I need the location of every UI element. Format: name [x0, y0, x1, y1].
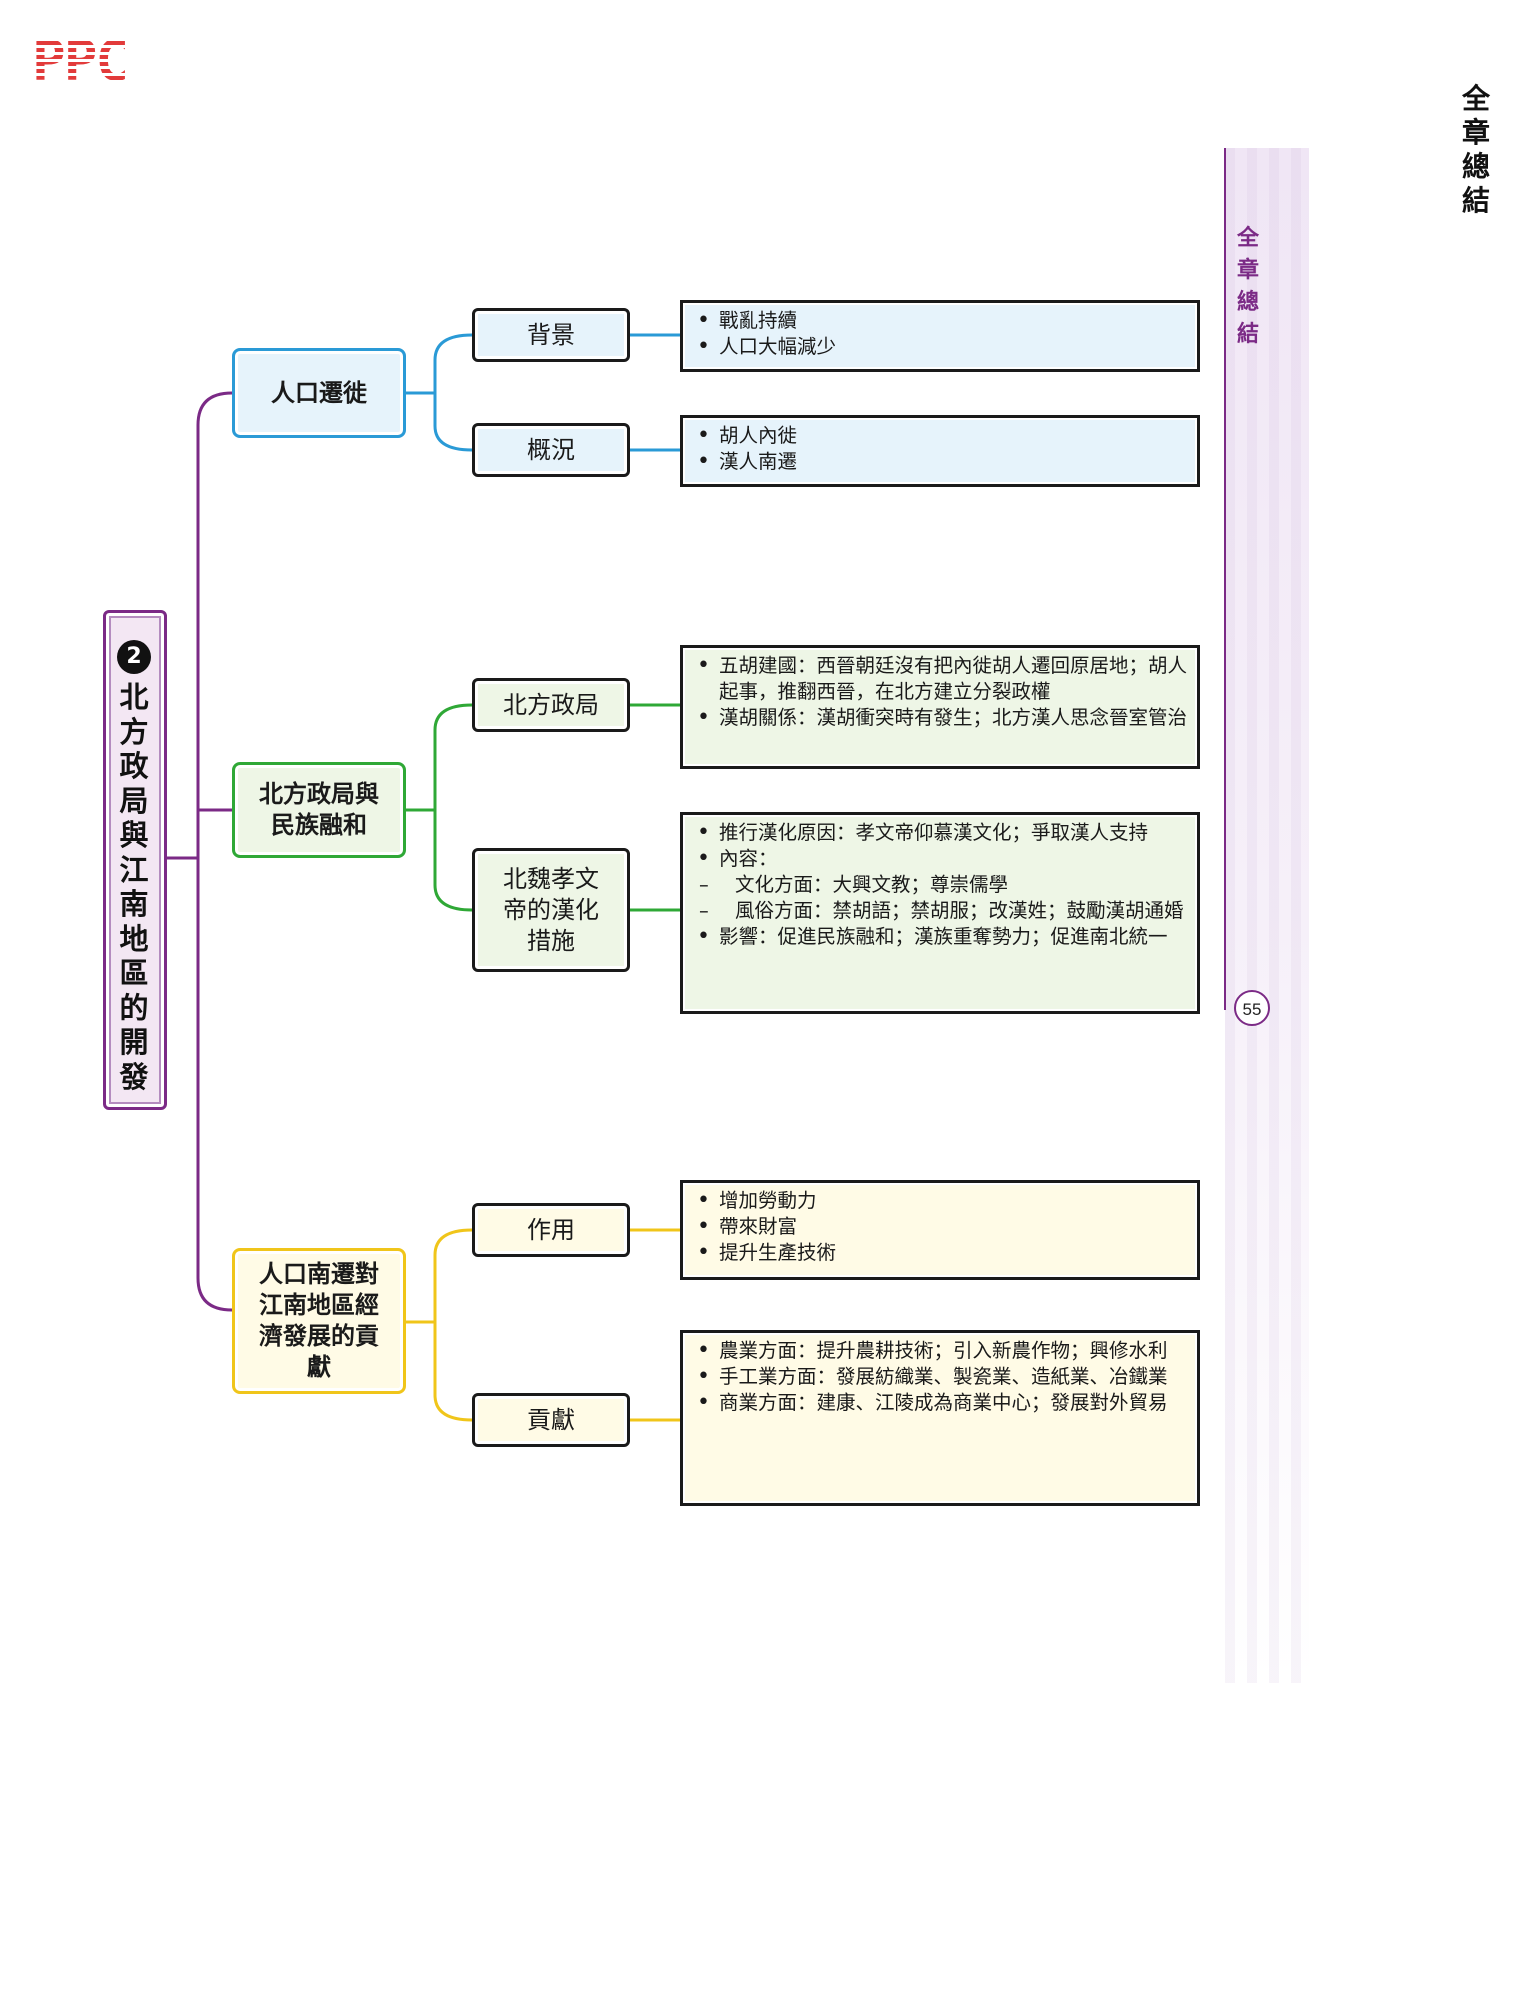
branch-label: 北方政局與民族融和	[259, 780, 379, 839]
subtopic-label: 北方政局	[503, 690, 599, 719]
side-divider	[1224, 148, 1226, 1010]
detail-item: 漢胡關係：漢胡衝突時有發生；北方漢人思念晉室管治	[695, 705, 1187, 731]
detail-item: 商業方面：建康、江陵成為商業中心；發展對外貿易	[695, 1390, 1187, 1416]
subtopic-label: 北魏孝文帝的漢化措施	[503, 864, 599, 955]
detail-item: 提升生產技術	[695, 1240, 1187, 1266]
detail-box-contribution: 農業方面：提升農耕技術；引入新農作物；興修水利 手工業方面：發展紡織業、製瓷業、…	[680, 1330, 1200, 1506]
subtopic-box-sinicization: 北魏孝文帝的漢化措施	[472, 848, 630, 972]
detail-subitem: 文化方面：大興文教；尊崇儒學	[695, 872, 1187, 898]
root-topic-title: 北方政局與江南地區的開發	[119, 680, 149, 1094]
subtopic-label: 概況	[527, 435, 575, 464]
detail-item: 帶來財富	[695, 1214, 1187, 1240]
root-topic-box	[103, 610, 167, 1110]
detail-box-effect: 增加勞動力 帶來財富 提升生產技術	[680, 1180, 1200, 1280]
topic-number-badge: 2	[117, 640, 151, 674]
branch-box-southern-economy: 人口南遷對江南地區經濟發展的貢獻	[232, 1248, 406, 1394]
subtopic-box-contribution: 貢獻	[472, 1393, 630, 1447]
subtopic-label: 背景	[527, 320, 575, 349]
detail-item: 戰亂持續	[695, 308, 1187, 334]
branch-label: 人口南遷對江南地區經濟發展的貢獻	[259, 1260, 379, 1381]
subtopic-box-effect: 作用	[472, 1203, 630, 1257]
publisher-logo: PPC	[32, 29, 129, 94]
subtopic-label: 貢獻	[527, 1405, 575, 1434]
detail-item: 內容：	[695, 846, 1187, 872]
detail-item: 人口大幅減少	[695, 334, 1187, 360]
detail-item: 胡人內徙	[695, 423, 1187, 449]
detail-item: 影響：促進民族融和；漢族重奪勢力；促進南北統一	[695, 924, 1187, 950]
branch-box-migration: 人口遷徙	[232, 348, 406, 438]
side-chapter-title: 全章總結	[1236, 225, 1259, 347]
subtopic-box-overview: 概況	[472, 423, 630, 477]
branch-label: 人口遷徙	[271, 378, 367, 407]
detail-item: 農業方面：提升農耕技術；引入新農作物；興修水利	[695, 1338, 1187, 1364]
detail-subitem: 風俗方面：禁胡語；禁胡服；改漢姓；鼓勵漢胡通婚	[695, 898, 1187, 924]
detail-item: 推行漢化原因：孝文帝仰慕漢文化；爭取漢人支持	[695, 820, 1187, 846]
detail-box-overview: 胡人內徙 漢人南遷	[680, 415, 1200, 487]
detail-item: 手工業方面：發展紡織業、製瓷業、造紙業、冶鐵業	[695, 1364, 1187, 1390]
detail-box-northern-politics: 五胡建國：西晉朝廷沒有把內徙胡人遷回原居地；胡人起事，推翻西晉，在北方建立分裂政…	[680, 645, 1200, 769]
detail-item: 五胡建國：西晉朝廷沒有把內徙胡人遷回原居地；胡人起事，推翻西晉，在北方建立分裂政…	[695, 653, 1187, 705]
side-decoration	[1225, 148, 1309, 1683]
page-number: 55	[1234, 990, 1270, 1026]
branch-box-northern-politics: 北方政局與民族融和	[232, 762, 406, 858]
detail-item: 漢人南遷	[695, 449, 1187, 475]
subtopic-label: 作用	[527, 1215, 575, 1244]
detail-box-sinicization: 推行漢化原因：孝文帝仰慕漢文化；爭取漢人支持 內容： 文化方面：大興文教；尊崇儒…	[680, 812, 1200, 1014]
subtopic-box-background: 背景	[472, 308, 630, 362]
detail-box-background: 戰亂持續 人口大幅減少	[680, 300, 1200, 372]
corner-chapter-title: 全章總結	[1461, 82, 1490, 217]
detail-item: 增加勞動力	[695, 1188, 1187, 1214]
subtopic-box-northern-politics: 北方政局	[472, 678, 630, 732]
